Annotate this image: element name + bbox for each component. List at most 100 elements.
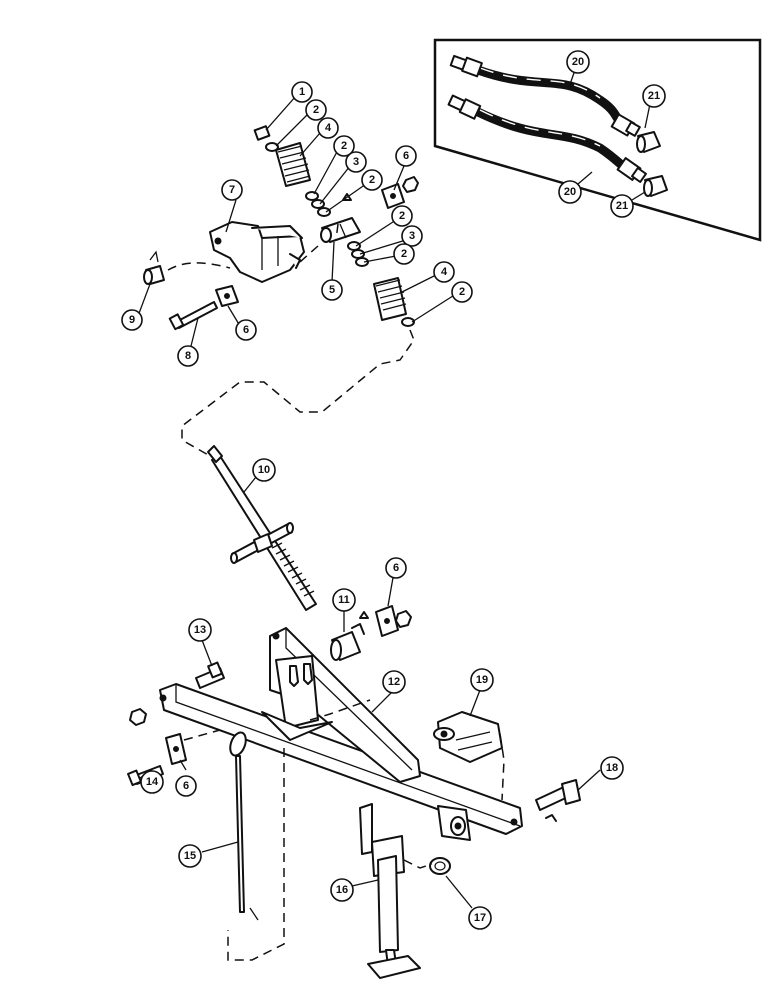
washer <box>355 257 369 267</box>
callout-18: 18 <box>600 756 624 780</box>
leader-lines <box>137 95 601 909</box>
callout-1: 1 <box>291 81 313 103</box>
callout-8: 8 <box>177 345 199 367</box>
callout-2: 2 <box>393 243 415 265</box>
callout-9: 9 <box>121 309 143 331</box>
callout-10: 10 <box>252 458 276 482</box>
mounting-plate <box>215 285 239 307</box>
svg-text:11: 11 <box>338 594 350 606</box>
svg-text:1: 1 <box>299 86 305 98</box>
callout-12: 12 <box>382 670 406 694</box>
callout-4: 4 <box>317 117 339 139</box>
washer <box>347 241 361 251</box>
mounting-plate <box>375 605 412 637</box>
svg-text:2: 2 <box>369 174 375 186</box>
svg-text:8: 8 <box>185 350 191 362</box>
assembly-line <box>167 262 231 271</box>
hitch-bolt <box>195 661 225 689</box>
jack-stand <box>359 803 421 979</box>
valve-spool <box>320 217 361 243</box>
assembly-line <box>181 329 415 457</box>
svg-text:2: 2 <box>313 104 319 116</box>
svg-text:2: 2 <box>401 248 407 260</box>
assembly-line <box>183 729 221 741</box>
callout-21: 21 <box>610 194 634 218</box>
washer <box>305 191 319 201</box>
hose-inset <box>433 38 762 242</box>
svg-text:3: 3 <box>409 230 415 242</box>
svg-text:7: 7 <box>229 184 235 196</box>
svg-text:5: 5 <box>329 284 335 296</box>
callout-21: 21 <box>642 84 666 108</box>
callout-6: 6 <box>175 775 197 797</box>
callout-15: 15 <box>178 844 202 868</box>
callout-6: 6 <box>235 319 257 341</box>
washer <box>265 142 279 152</box>
spring-lower <box>373 277 407 321</box>
valve-housing <box>209 221 305 283</box>
svg-text:15: 15 <box>184 850 196 862</box>
hydraulic-hose-lower <box>447 94 647 183</box>
svg-text:2: 2 <box>341 140 347 152</box>
callout-13: 13 <box>188 618 212 642</box>
callout-2: 2 <box>333 135 355 157</box>
valve-assembly <box>253 125 419 327</box>
callout-2: 2 <box>451 281 473 303</box>
callout-17: 17 <box>468 906 492 930</box>
assembly-line <box>499 733 505 801</box>
svg-text:17: 17 <box>474 912 486 924</box>
callout-19: 19 <box>470 668 494 692</box>
svg-text:21: 21 <box>616 200 628 212</box>
assembly-line <box>309 699 371 721</box>
callout-20: 20 <box>566 50 590 74</box>
svg-text:12: 12 <box>388 676 400 688</box>
adjusting-screw <box>207 445 317 611</box>
svg-text:2: 2 <box>459 286 465 298</box>
hose-coupler-upper <box>636 131 661 153</box>
svg-text:14: 14 <box>146 776 159 788</box>
assembly-line <box>403 859 433 869</box>
svg-text:3: 3 <box>353 156 359 168</box>
hose-coupler-lower <box>643 175 668 197</box>
svg-text:16: 16 <box>336 884 348 896</box>
svg-text:20: 20 <box>564 186 576 198</box>
svg-text:18: 18 <box>606 762 618 774</box>
washer <box>317 207 331 217</box>
callout-3: 3 <box>345 151 367 173</box>
svg-text:20: 20 <box>572 56 584 68</box>
callout-7: 7 <box>221 179 243 201</box>
svg-text:13: 13 <box>194 624 206 636</box>
washer <box>401 317 415 327</box>
retaining-ring <box>429 857 451 875</box>
callout-2: 2 <box>305 99 327 121</box>
svg-text:4: 4 <box>441 266 448 278</box>
callout-2: 2 <box>391 205 413 227</box>
svg-text:10: 10 <box>258 464 270 476</box>
callout-4: 4 <box>433 261 455 283</box>
callout-20: 20 <box>558 180 582 204</box>
hydraulic-hose-upper <box>449 54 641 137</box>
svg-text:6: 6 <box>183 780 189 792</box>
assembly-line <box>299 223 339 263</box>
callout-11: 11 <box>332 588 356 612</box>
pivot-pin <box>330 611 369 661</box>
mounting-plate <box>165 733 187 765</box>
callout-5: 5 <box>321 279 343 301</box>
clevis-pin <box>143 250 165 285</box>
assembly-line <box>227 748 285 961</box>
callout-6: 6 <box>385 557 407 579</box>
callout-2: 2 <box>361 169 383 191</box>
svg-text:9: 9 <box>129 314 135 326</box>
svg-text:21: 21 <box>648 90 660 102</box>
callout-6: 6 <box>395 145 417 167</box>
bolt <box>168 301 218 331</box>
hitch-pin <box>535 779 581 822</box>
callout-16: 16 <box>330 878 354 902</box>
svg-text:6: 6 <box>403 150 409 162</box>
svg-text:19: 19 <box>476 674 488 686</box>
safety-pin <box>229 731 259 921</box>
hitch-clevis <box>433 711 503 763</box>
hitch-frame <box>129 627 523 841</box>
